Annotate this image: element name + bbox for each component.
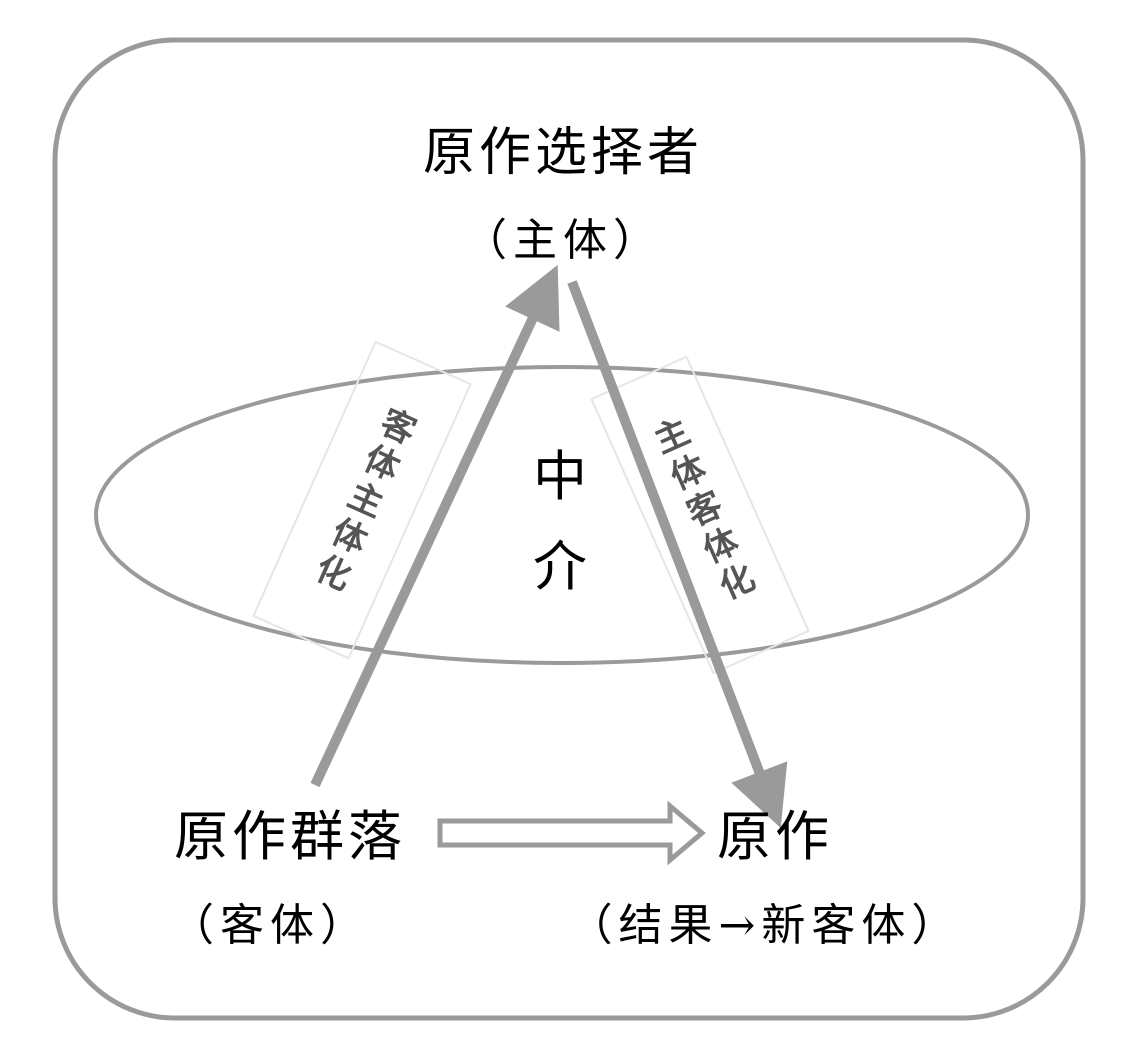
right-label-backdrop [590, 355, 810, 675]
left-diagonal-label: 客体主体化 [303, 400, 421, 600]
arrow-subject-to-result [567, 280, 788, 829]
object-subtitle: （客体） [170, 900, 370, 951]
mediator-ellipse [94, 365, 1030, 665]
mediator-char-1: 中 [533, 445, 587, 508]
subject-subtitle: （主体） [463, 215, 663, 266]
result-title: 原作 [717, 805, 833, 868]
object-title: 原作群落 [174, 805, 406, 868]
hollow-arrow-object-to-result [437, 800, 706, 866]
arrow-object-to-subject [310, 264, 560, 788]
result-subtitle: （结果→新客体） [569, 900, 962, 951]
mediator-char-2: 介 [533, 535, 587, 598]
subject-title: 原作选择者 [423, 123, 703, 183]
left-label-backdrop [252, 340, 472, 660]
outer-frame [52, 37, 1086, 1021]
